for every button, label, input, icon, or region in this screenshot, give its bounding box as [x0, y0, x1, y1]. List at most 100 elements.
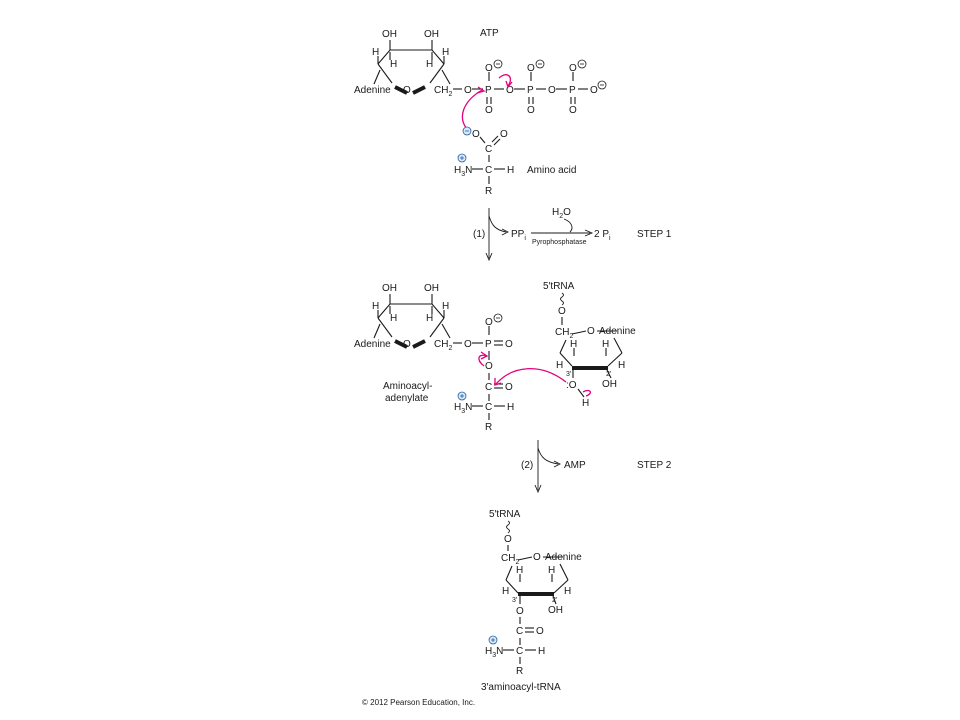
ring-oxygen: O — [587, 326, 595, 337]
phosphate-oxygen: O — [527, 105, 535, 116]
step2-number: (2) — [521, 460, 533, 471]
atp-structure: OH OH H H H H O Adenine CH2 O P O O O P … — [354, 28, 607, 130]
atp-label: ATP — [480, 28, 499, 39]
ch2-group: CH2 — [434, 85, 452, 98]
phosphorus: P — [485, 339, 492, 350]
carbonyl-carbon: C — [485, 382, 492, 393]
amino-acid-structure: O C O C H H3N R Amino acid — [454, 126, 576, 197]
phosphate-oxygen: O — [569, 105, 577, 116]
ester-oxygen: O — [516, 606, 524, 617]
ribose-oh-3: OH — [424, 283, 439, 294]
negative-charge — [577, 59, 587, 69]
product-label: 3′aminoacyl-tRNA — [481, 682, 561, 693]
carboxylate-oxygen: O — [472, 129, 480, 140]
carboxyl-carbon: C — [485, 144, 492, 155]
alpha-hydrogen: H — [507, 165, 514, 176]
ammonium-group: H3N — [454, 165, 472, 178]
ammonium-group: H3N — [485, 646, 503, 659]
electron-push-arrow — [478, 354, 487, 367]
carbonyl-oxygen: O — [500, 129, 508, 140]
hydroxyl-2prime: OH — [548, 605, 563, 616]
phosphate-oxygen: O — [527, 63, 535, 74]
electron-push-arrow — [498, 74, 512, 87]
ammonium-positive-charge — [488, 635, 498, 645]
side-chain-r: R — [485, 186, 492, 197]
ring-oxygen: O — [403, 85, 411, 96]
carboxylate-negative-charge — [462, 126, 472, 136]
hydroxyl-3prime-oxygen: :O — [566, 380, 577, 391]
alpha-phosphorus: P — [485, 85, 492, 96]
negative-charge — [535, 59, 545, 69]
trna-5prime-label: 5′tRNA — [489, 509, 521, 520]
ribose-oh-2: OH — [382, 283, 397, 294]
three-prime-marker: 3′ — [566, 371, 572, 378]
ch2-group: CH2 — [434, 339, 452, 352]
aminoacyl-adenylate-label-2: adenylate — [385, 393, 429, 404]
negative-charge — [493, 59, 503, 69]
negative-charge — [493, 313, 503, 323]
ribose-h: H — [570, 339, 577, 350]
two-phosphate-label: 2 Pi — [594, 229, 611, 242]
amino-acid-label: Amino acid — [527, 165, 576, 176]
phosphate-oxygen: O — [485, 63, 493, 74]
ribose-h: H — [442, 301, 449, 312]
terminal-oxygen: O — [590, 85, 598, 96]
step2-label: STEP 2 — [637, 460, 672, 471]
three-prime-marker: 3′ — [512, 597, 518, 604]
aminoacyl-trna-structure: 5′tRNA O CH2 O Adenine H H H H 3′ 2′ OH … — [481, 509, 582, 693]
carbonyl-carbon: C — [516, 626, 523, 637]
trna-oxygen: O — [504, 534, 512, 545]
pyrophosphatase-label: Pyrophosphatase — [532, 239, 587, 246]
step2-reaction-arrow: (2) AMP STEP 2 — [521, 440, 672, 494]
arrow-head — [505, 80, 513, 89]
ribose-oh-2: OH — [382, 29, 397, 40]
ribose-oh-3: OH — [424, 29, 439, 40]
trna-oxygen: O — [558, 306, 566, 317]
ribose-h: H — [442, 47, 449, 58]
ribose-h: H — [372, 47, 379, 58]
ribose-h: H — [390, 59, 397, 70]
carbonyl-oxygen: O — [536, 626, 544, 637]
arrow-head — [494, 378, 502, 386]
step1-number: (1) — [473, 229, 485, 240]
ribose-h: H — [390, 313, 397, 324]
ch2-group: CH2 — [501, 553, 519, 566]
nucleophilic-attack-arrow — [495, 368, 567, 385]
ammonium-group: H3N — [454, 402, 472, 415]
hydroxyl-hydrogen: H — [582, 398, 589, 409]
copyright-notice: © 2012 Pearson Education, Inc. — [362, 698, 475, 707]
alpha-carbon: C — [485, 402, 492, 413]
hydroxyl-2prime: OH — [602, 379, 617, 390]
bridge-oxygen: O — [464, 339, 472, 350]
ribose-h: H — [556, 360, 563, 371]
ribose-h: H — [372, 301, 379, 312]
ammonium-positive-charge — [457, 153, 467, 163]
aminoacyl-adenylate-label-1: Aminoacyl- — [383, 381, 432, 392]
arrow-head — [476, 86, 486, 94]
step1-reaction-arrow: (1) PPi H2O Pyrophosphatase 2 Pi STEP 1 — [473, 207, 672, 262]
adenine-label: Adenine — [545, 552, 582, 563]
ribose-h: H — [564, 586, 571, 597]
ribose-h: H — [548, 565, 555, 576]
pyrophosphate-label: PPi — [511, 229, 526, 242]
trna-ribose-structure: 5′tRNA O CH2 O Adenine H H H H 3′ 2′ :O … — [543, 281, 636, 409]
amp-label: AMP — [564, 460, 586, 471]
bridge-oxygen: O — [548, 85, 556, 96]
beta-phosphorus: P — [527, 85, 534, 96]
proton-arrow — [582, 389, 592, 397]
ch2-group: CH2 — [555, 327, 573, 340]
adenine-label: Adenine — [354, 339, 391, 350]
adenine-label: Adenine — [599, 326, 636, 337]
anhydride-oxygen: O — [485, 361, 493, 372]
phosphate-oxygen: O — [485, 105, 493, 116]
ribose-h: H — [602, 339, 609, 350]
alpha-carbon: C — [485, 165, 492, 176]
phosphate-oxygen: O — [505, 339, 513, 350]
adenine-label: Adenine — [354, 85, 391, 96]
ribose-h: H — [618, 360, 625, 371]
side-chain-r: R — [516, 666, 523, 677]
alpha-hydrogen: H — [507, 402, 514, 413]
phosphate-oxygen: O — [569, 63, 577, 74]
